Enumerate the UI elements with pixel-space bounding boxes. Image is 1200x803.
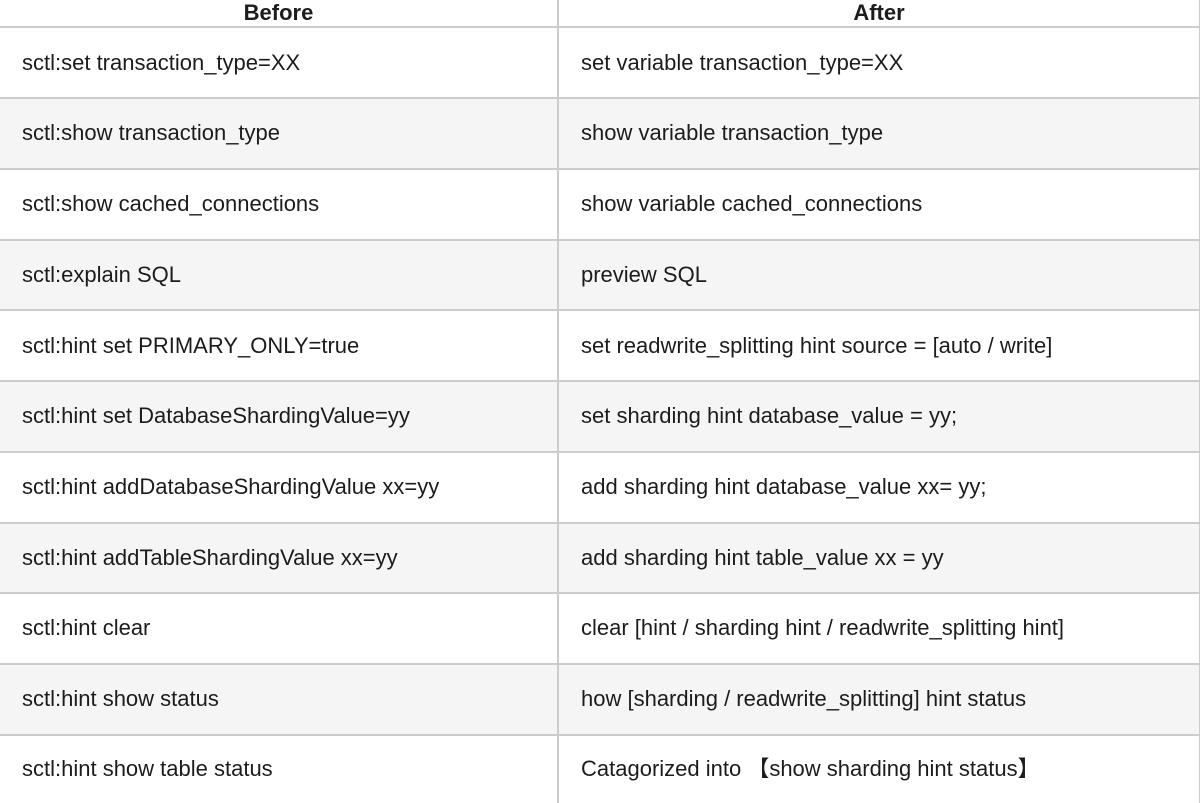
cell-before: sctl:show cached_connections <box>0 167 559 241</box>
cell-before: sctl:hint show table status <box>0 733 559 803</box>
table-row: sctl:set transaction_type=XX set variabl… <box>0 26 1200 100</box>
table-row: sctl:show cached_connections show variab… <box>0 167 1200 241</box>
column-header-before: Before <box>0 0 559 29</box>
table-row: sctl:hint set DatabaseShardingValue=yy s… <box>0 380 1200 453</box>
table-row: sctl:hint addTableShardingValue xx=yy ad… <box>0 521 1200 595</box>
cell-after: set readwrite_splitting hint source = [a… <box>557 309 1200 383</box>
table-row: sctl:hint clear clear [hint / sharding h… <box>0 592 1200 665</box>
cell-after: set sharding hint database_value = yy; <box>557 380 1200 453</box>
cell-before: sctl:hint clear <box>0 592 559 665</box>
cell-before: sctl:hint set PRIMARY_ONLY=true <box>0 309 559 383</box>
table-row: sctl:hint set PRIMARY_ONLY=true set read… <box>0 309 1200 383</box>
cell-after: set variable transaction_type=XX <box>557 26 1200 100</box>
cell-after: how [sharding / readwrite_splitting] hin… <box>557 663 1200 736</box>
cell-before: sctl:set transaction_type=XX <box>0 26 559 100</box>
cell-before: sctl:explain SQL <box>0 238 559 312</box>
cell-before: sctl:show transaction_type <box>0 97 559 170</box>
table-row: sctl:hint show status how [sharding / re… <box>0 663 1200 736</box>
cell-after: show variable transaction_type <box>557 97 1200 170</box>
cell-after: show variable cached_connections <box>557 167 1200 241</box>
cell-after: add sharding hint table_value xx = yy <box>557 521 1200 595</box>
header-row: Before After <box>0 0 1200 29</box>
cell-before: sctl:hint addDatabaseShardingValue xx=yy <box>0 450 559 524</box>
cell-before: sctl:hint show status <box>0 663 559 736</box>
cell-after: clear [hint / sharding hint / readwrite_… <box>557 592 1200 665</box>
table-row: sctl:hint addDatabaseShardingValue xx=yy… <box>0 450 1200 524</box>
column-header-after: After <box>557 0 1200 29</box>
cell-after: Catagorized into 【show sharding hint sta… <box>557 733 1200 803</box>
cell-before: sctl:hint set DatabaseShardingValue=yy <box>0 380 559 453</box>
table-row: sctl:hint show table status Catagorized … <box>0 733 1200 803</box>
cell-after: preview SQL <box>557 238 1200 312</box>
table-row: sctl:show transaction_type show variable… <box>0 97 1200 170</box>
table-row: sctl:explain SQL preview SQL <box>0 238 1200 312</box>
cell-before: sctl:hint addTableShardingValue xx=yy <box>0 521 559 595</box>
cell-after: add sharding hint database_value xx= yy; <box>557 450 1200 524</box>
